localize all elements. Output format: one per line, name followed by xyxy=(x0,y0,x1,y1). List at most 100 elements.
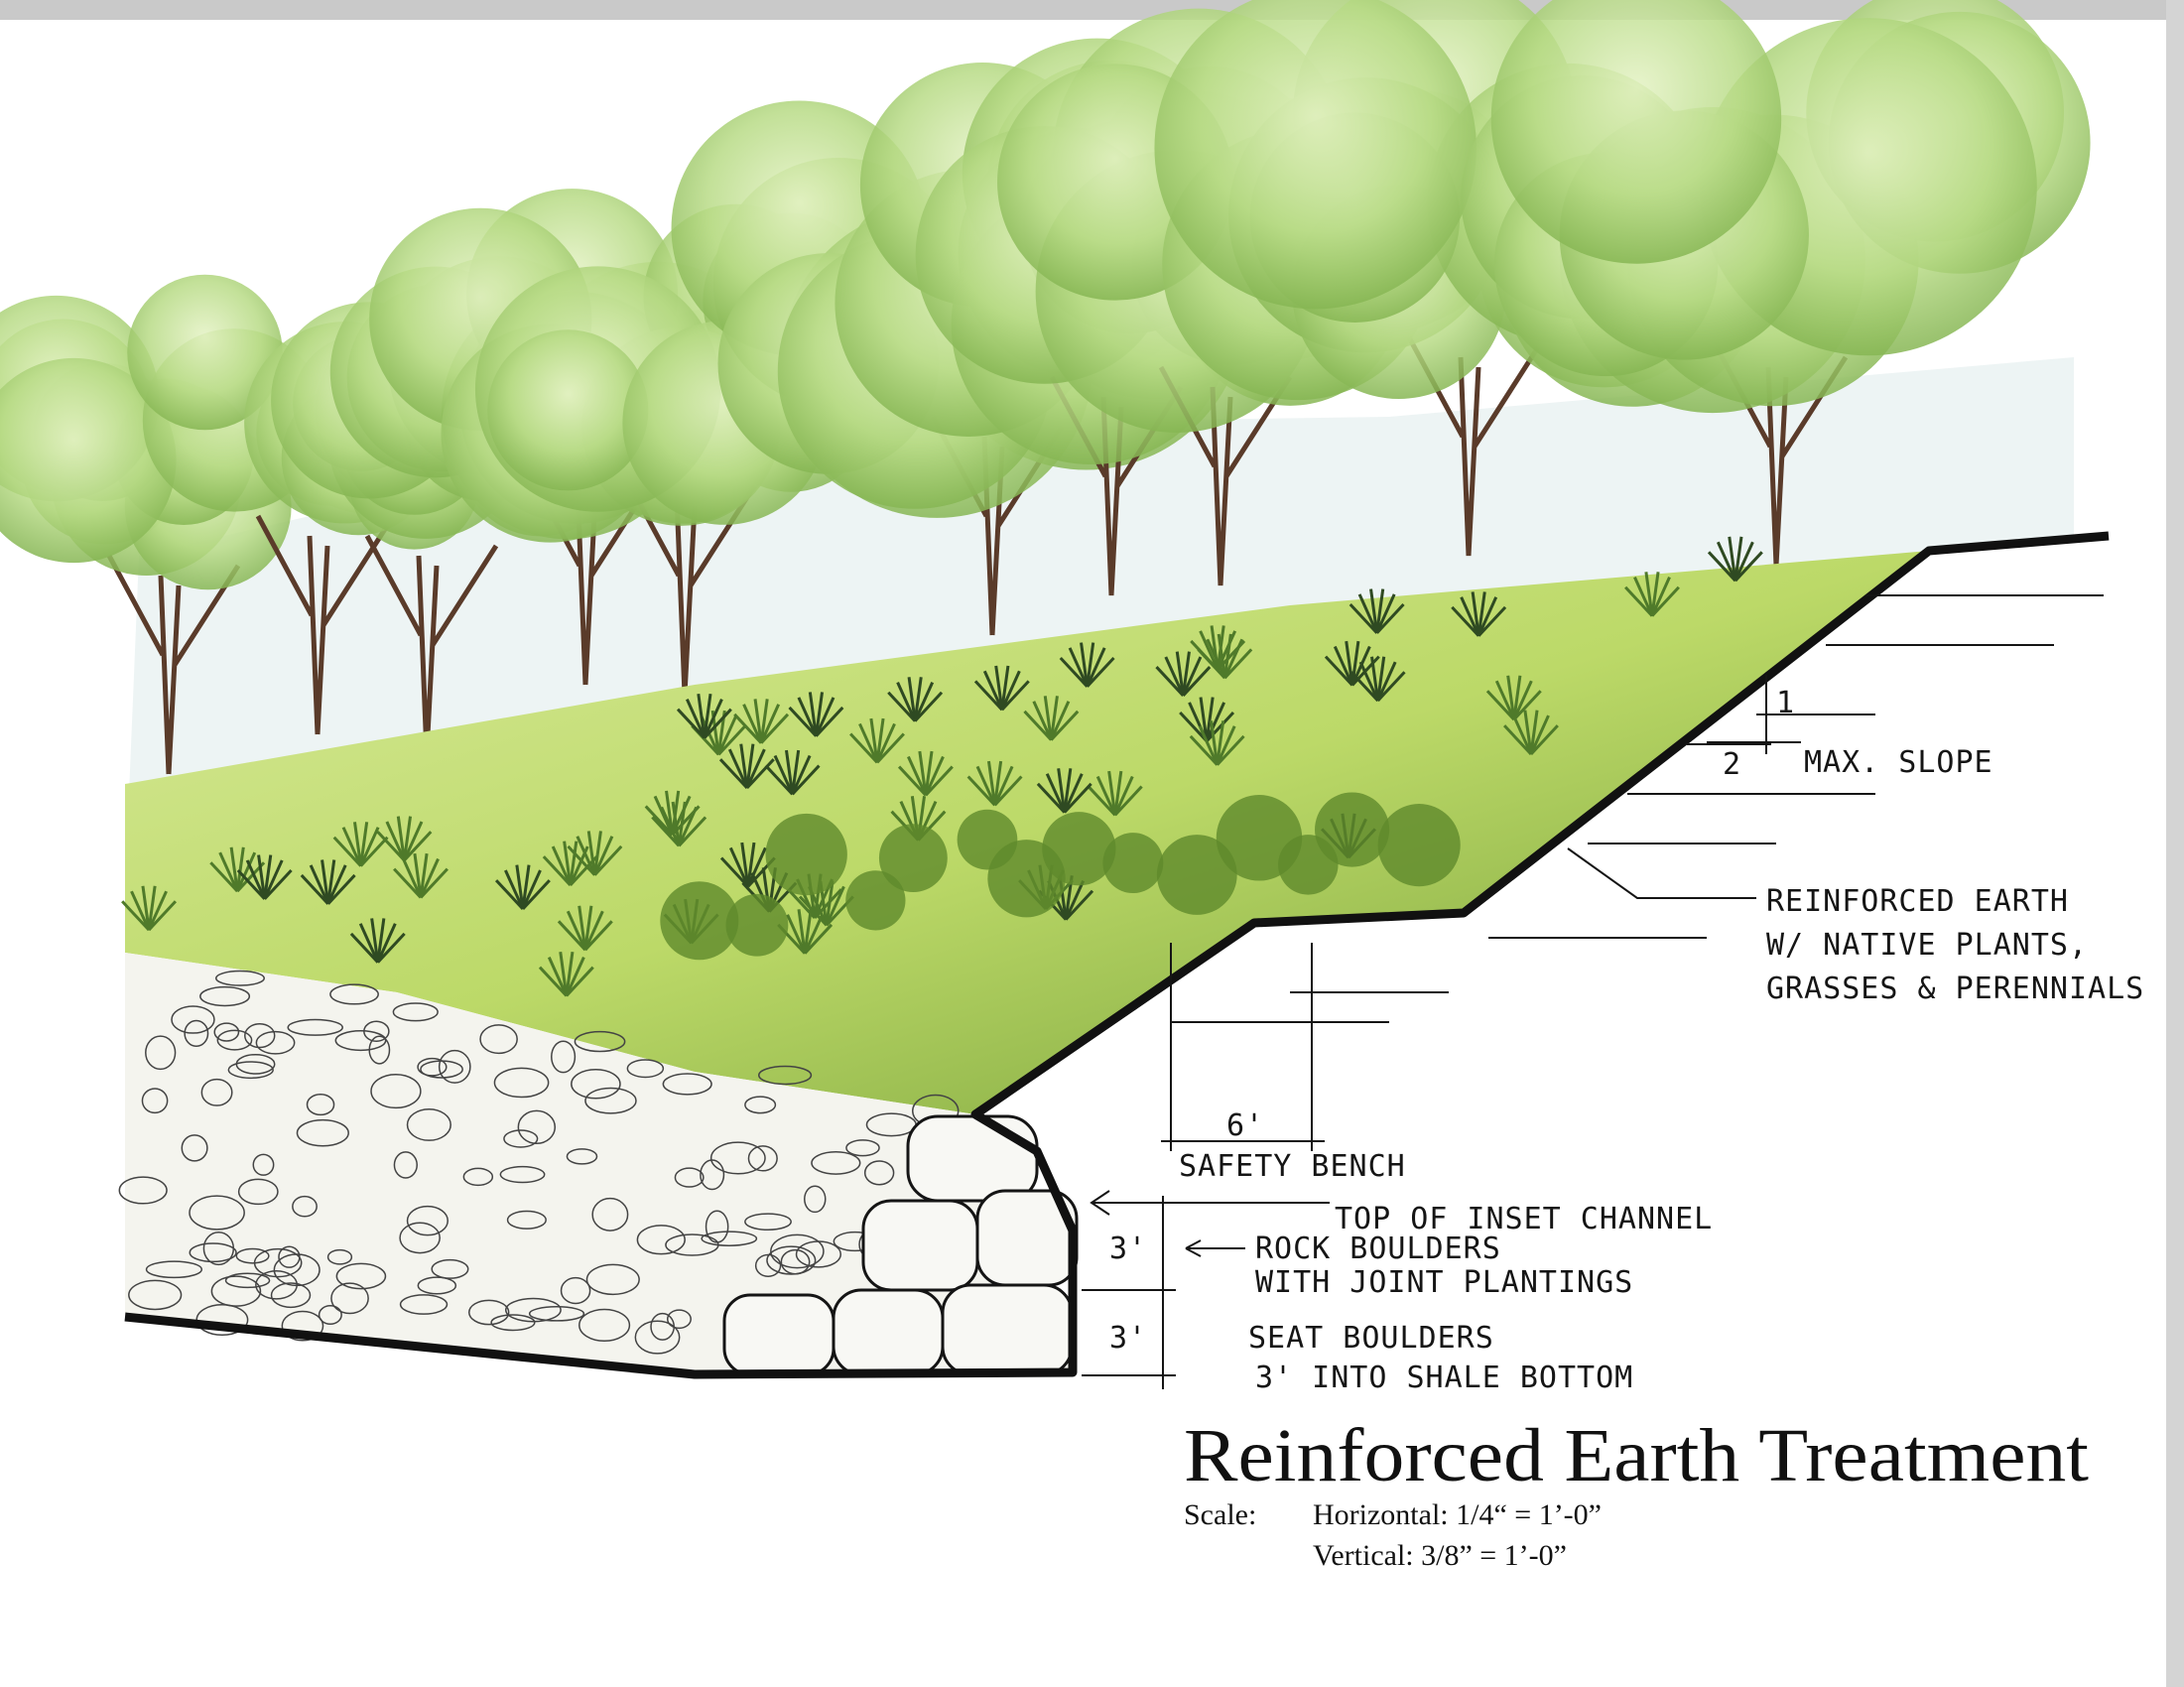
tree-canopy xyxy=(487,329,649,491)
grass-clump xyxy=(1059,642,1115,688)
cobble xyxy=(181,1134,208,1162)
cobble xyxy=(216,1029,253,1051)
grass-clump xyxy=(897,750,954,797)
cobble xyxy=(626,1059,665,1079)
cobble xyxy=(438,1049,471,1084)
grass-clump xyxy=(1189,720,1245,766)
cobble xyxy=(551,1040,577,1074)
cobble xyxy=(118,1176,168,1205)
cobble xyxy=(517,1109,557,1144)
cobble xyxy=(417,1276,457,1295)
tree-trunk xyxy=(523,464,658,686)
max-slope-label: MAX. SLOPE xyxy=(1804,745,1993,780)
grass-clump xyxy=(1179,697,1235,742)
cobble xyxy=(329,983,379,1005)
grass-clump xyxy=(1451,591,1507,637)
bench-width-label: 6' xyxy=(1226,1108,1264,1143)
cobble xyxy=(467,1299,510,1326)
cobble xyxy=(490,1314,536,1332)
grass-clump xyxy=(332,822,389,867)
cobble xyxy=(665,1233,719,1256)
cobble xyxy=(296,1118,349,1147)
grass-clump xyxy=(849,717,905,764)
seat-boulders-label-line1: SEAT BOULDERS xyxy=(1248,1321,1494,1356)
cobble xyxy=(292,1195,318,1218)
grass-clump xyxy=(1502,710,1559,756)
reinforced-earth-label-line1: REINFORCED EARTH xyxy=(1766,884,2069,919)
grass-clump xyxy=(1036,768,1092,814)
reinforced-earth-label-line3: GRASSES & PERENNIALS xyxy=(1766,972,2144,1006)
cobble xyxy=(462,1167,494,1187)
grass-clump xyxy=(788,692,844,737)
cobble xyxy=(766,1245,817,1275)
tree xyxy=(1461,0,2091,567)
scale-label: Scale: xyxy=(1184,1498,1256,1531)
shrub xyxy=(660,881,739,961)
cobble xyxy=(287,1018,343,1036)
grass-clump xyxy=(567,831,623,876)
cobble xyxy=(141,1088,169,1114)
shrub xyxy=(878,824,948,893)
cobble xyxy=(845,1139,880,1157)
tree-trunk xyxy=(106,554,241,775)
grass-clump xyxy=(733,699,790,744)
grass-clump xyxy=(557,905,613,952)
cobble xyxy=(318,1305,342,1325)
grass-clump xyxy=(966,760,1023,807)
cobble xyxy=(281,1310,324,1342)
cobble xyxy=(574,1030,626,1053)
scale-horizontal: Horizontal: 1/4“ = 1’-0” xyxy=(1313,1498,1602,1531)
grass-clump xyxy=(236,854,293,900)
cobble xyxy=(674,1167,705,1188)
cobble xyxy=(244,1022,276,1049)
slope-run-label: 2 xyxy=(1723,747,1741,782)
shrub xyxy=(1377,804,1461,887)
tree-trunk xyxy=(364,534,499,755)
rock-boulders-label-line2: WITH JOINT PLANTINGS xyxy=(1255,1265,1633,1300)
cobble xyxy=(214,970,265,986)
cobble xyxy=(334,1029,387,1052)
rock-boulders-label-line1: ROCK BOULDERS xyxy=(1255,1232,1501,1266)
cobble xyxy=(709,1141,766,1175)
cobble xyxy=(650,1312,675,1341)
cobble xyxy=(255,1030,296,1055)
cobble xyxy=(804,1185,827,1214)
grass-clump xyxy=(644,790,701,837)
cobble xyxy=(560,1276,591,1305)
grass-clump xyxy=(1707,536,1763,583)
cobble xyxy=(499,1165,546,1184)
cobble xyxy=(584,1087,637,1114)
top-of-channel-label: TOP OF INSET CHANNEL xyxy=(1335,1202,1713,1236)
tree-canopy xyxy=(127,274,283,431)
cobbles xyxy=(118,970,973,1355)
cobble xyxy=(326,1248,353,1265)
tree-trunk xyxy=(1049,375,1184,596)
cobble xyxy=(306,1093,335,1116)
seat-boulders-label-line2: 3' INTO SHALE BOTTOM xyxy=(1255,1361,1633,1395)
cobble xyxy=(406,1205,449,1236)
cobble xyxy=(578,1308,631,1342)
cobble xyxy=(754,1253,782,1277)
grass-clump xyxy=(209,846,266,893)
cobble xyxy=(503,1129,539,1148)
cobble xyxy=(399,1294,449,1315)
rock-height-label: 3' xyxy=(1109,1232,1147,1266)
grass-clump xyxy=(393,852,449,899)
grass-clump xyxy=(777,909,834,955)
grass-clump xyxy=(973,665,1030,712)
cobble xyxy=(270,1282,312,1309)
cobble xyxy=(662,1073,712,1096)
boulder-wall xyxy=(722,1114,1079,1376)
grass-clump xyxy=(300,859,356,905)
drawing-title: Reinforced Earth Treatment xyxy=(1184,1414,2089,1497)
cobble-channel xyxy=(125,953,1073,1374)
cobble xyxy=(417,1057,448,1077)
cobble xyxy=(227,1061,274,1080)
tree-trunk xyxy=(1406,335,1541,557)
grass-clump xyxy=(121,885,178,932)
grass-clump xyxy=(1349,588,1405,634)
cobble xyxy=(634,1320,681,1355)
cobble xyxy=(128,1279,183,1311)
grass-clump xyxy=(1324,640,1380,687)
